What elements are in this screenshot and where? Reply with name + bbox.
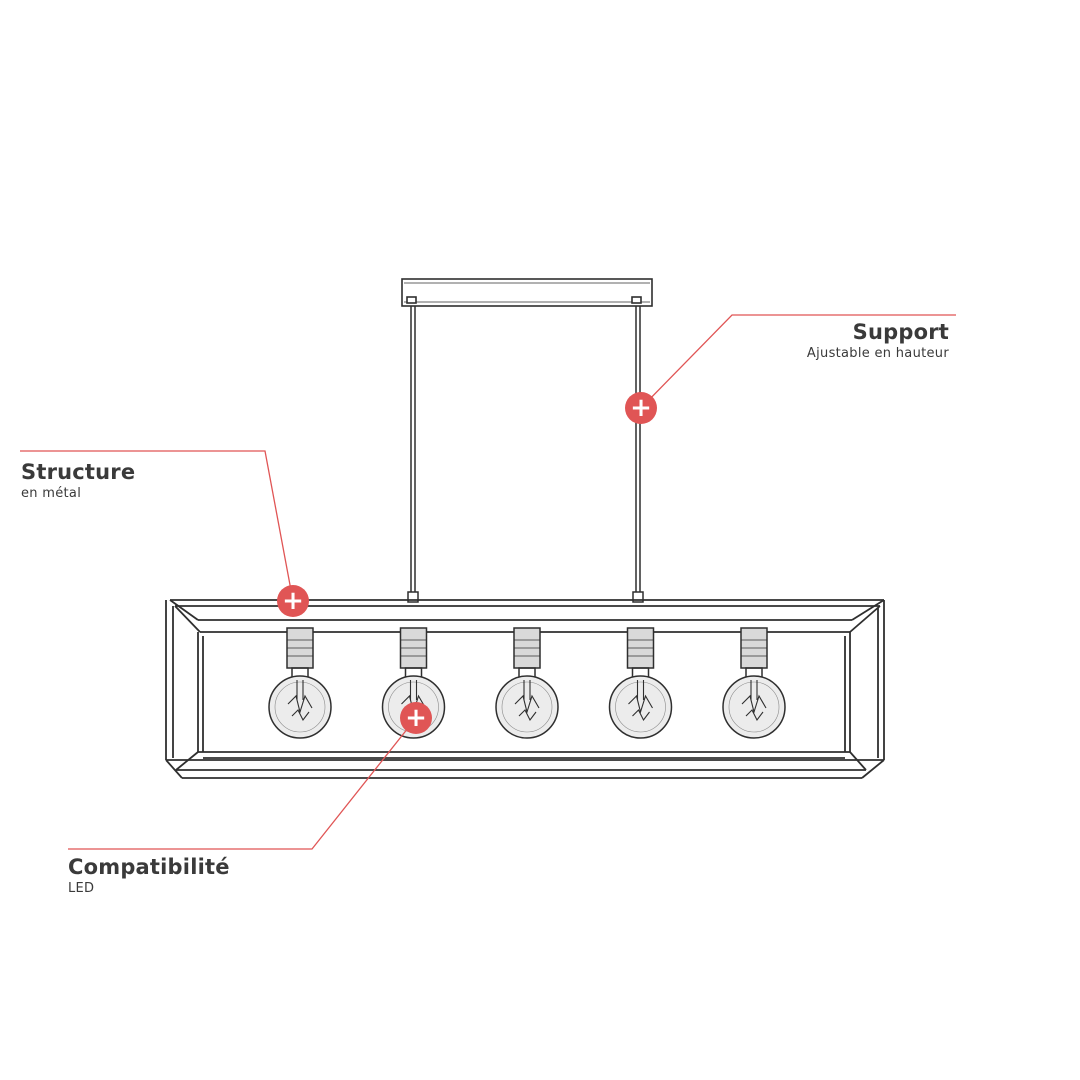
compatibility-callout: Compatibilité LED xyxy=(68,854,230,898)
bulb-with-socket xyxy=(608,627,673,739)
support-leader-line xyxy=(640,314,956,409)
suspension-cables xyxy=(407,306,644,603)
compatibility-title: Compatibilité xyxy=(68,855,230,879)
callout-lines xyxy=(20,314,956,850)
plus-icon: + xyxy=(282,586,304,616)
plus-icon: + xyxy=(630,393,652,423)
bulb-filament xyxy=(741,680,767,722)
bulb-inner-ring xyxy=(501,681,553,733)
compatibility-leader-line xyxy=(68,717,417,850)
support-hotspot-button[interactable]: + xyxy=(625,392,657,424)
structure-leader-line xyxy=(20,450,294,602)
plus-icon: + xyxy=(405,703,427,733)
structure-subtitle: en métal xyxy=(21,486,82,501)
bulb-filament xyxy=(287,680,313,722)
bulb-with-socket xyxy=(268,627,332,739)
bulb-filament xyxy=(401,680,426,722)
bulb-filament xyxy=(514,680,540,722)
bulb-with-socket xyxy=(495,627,559,739)
bulb-row xyxy=(268,627,786,739)
bulb-inner-ring xyxy=(274,681,326,733)
compatibility-hotspot-button[interactable]: + xyxy=(400,702,432,734)
support-callout: Support Ajustable en hauteur xyxy=(807,319,949,363)
structure-callout: Structure en métal xyxy=(21,459,135,503)
support-subtitle: Ajustable en hauteur xyxy=(806,346,949,361)
structure-title: Structure xyxy=(21,460,136,484)
bulb-filament xyxy=(628,680,653,722)
compatibility-subtitle: LED xyxy=(68,881,95,896)
bulb-with-socket xyxy=(722,627,786,739)
bulb-inner-ring xyxy=(615,681,666,733)
bulb-inner-ring xyxy=(728,681,780,733)
bulb-globe xyxy=(268,675,332,739)
bulb-globe xyxy=(495,675,559,739)
bulb-globe xyxy=(722,675,786,739)
ceiling-canopy xyxy=(401,278,653,307)
support-title: Support xyxy=(852,320,949,344)
structure-hotspot-button[interactable]: + xyxy=(277,585,309,617)
bulb-globe xyxy=(608,675,673,739)
